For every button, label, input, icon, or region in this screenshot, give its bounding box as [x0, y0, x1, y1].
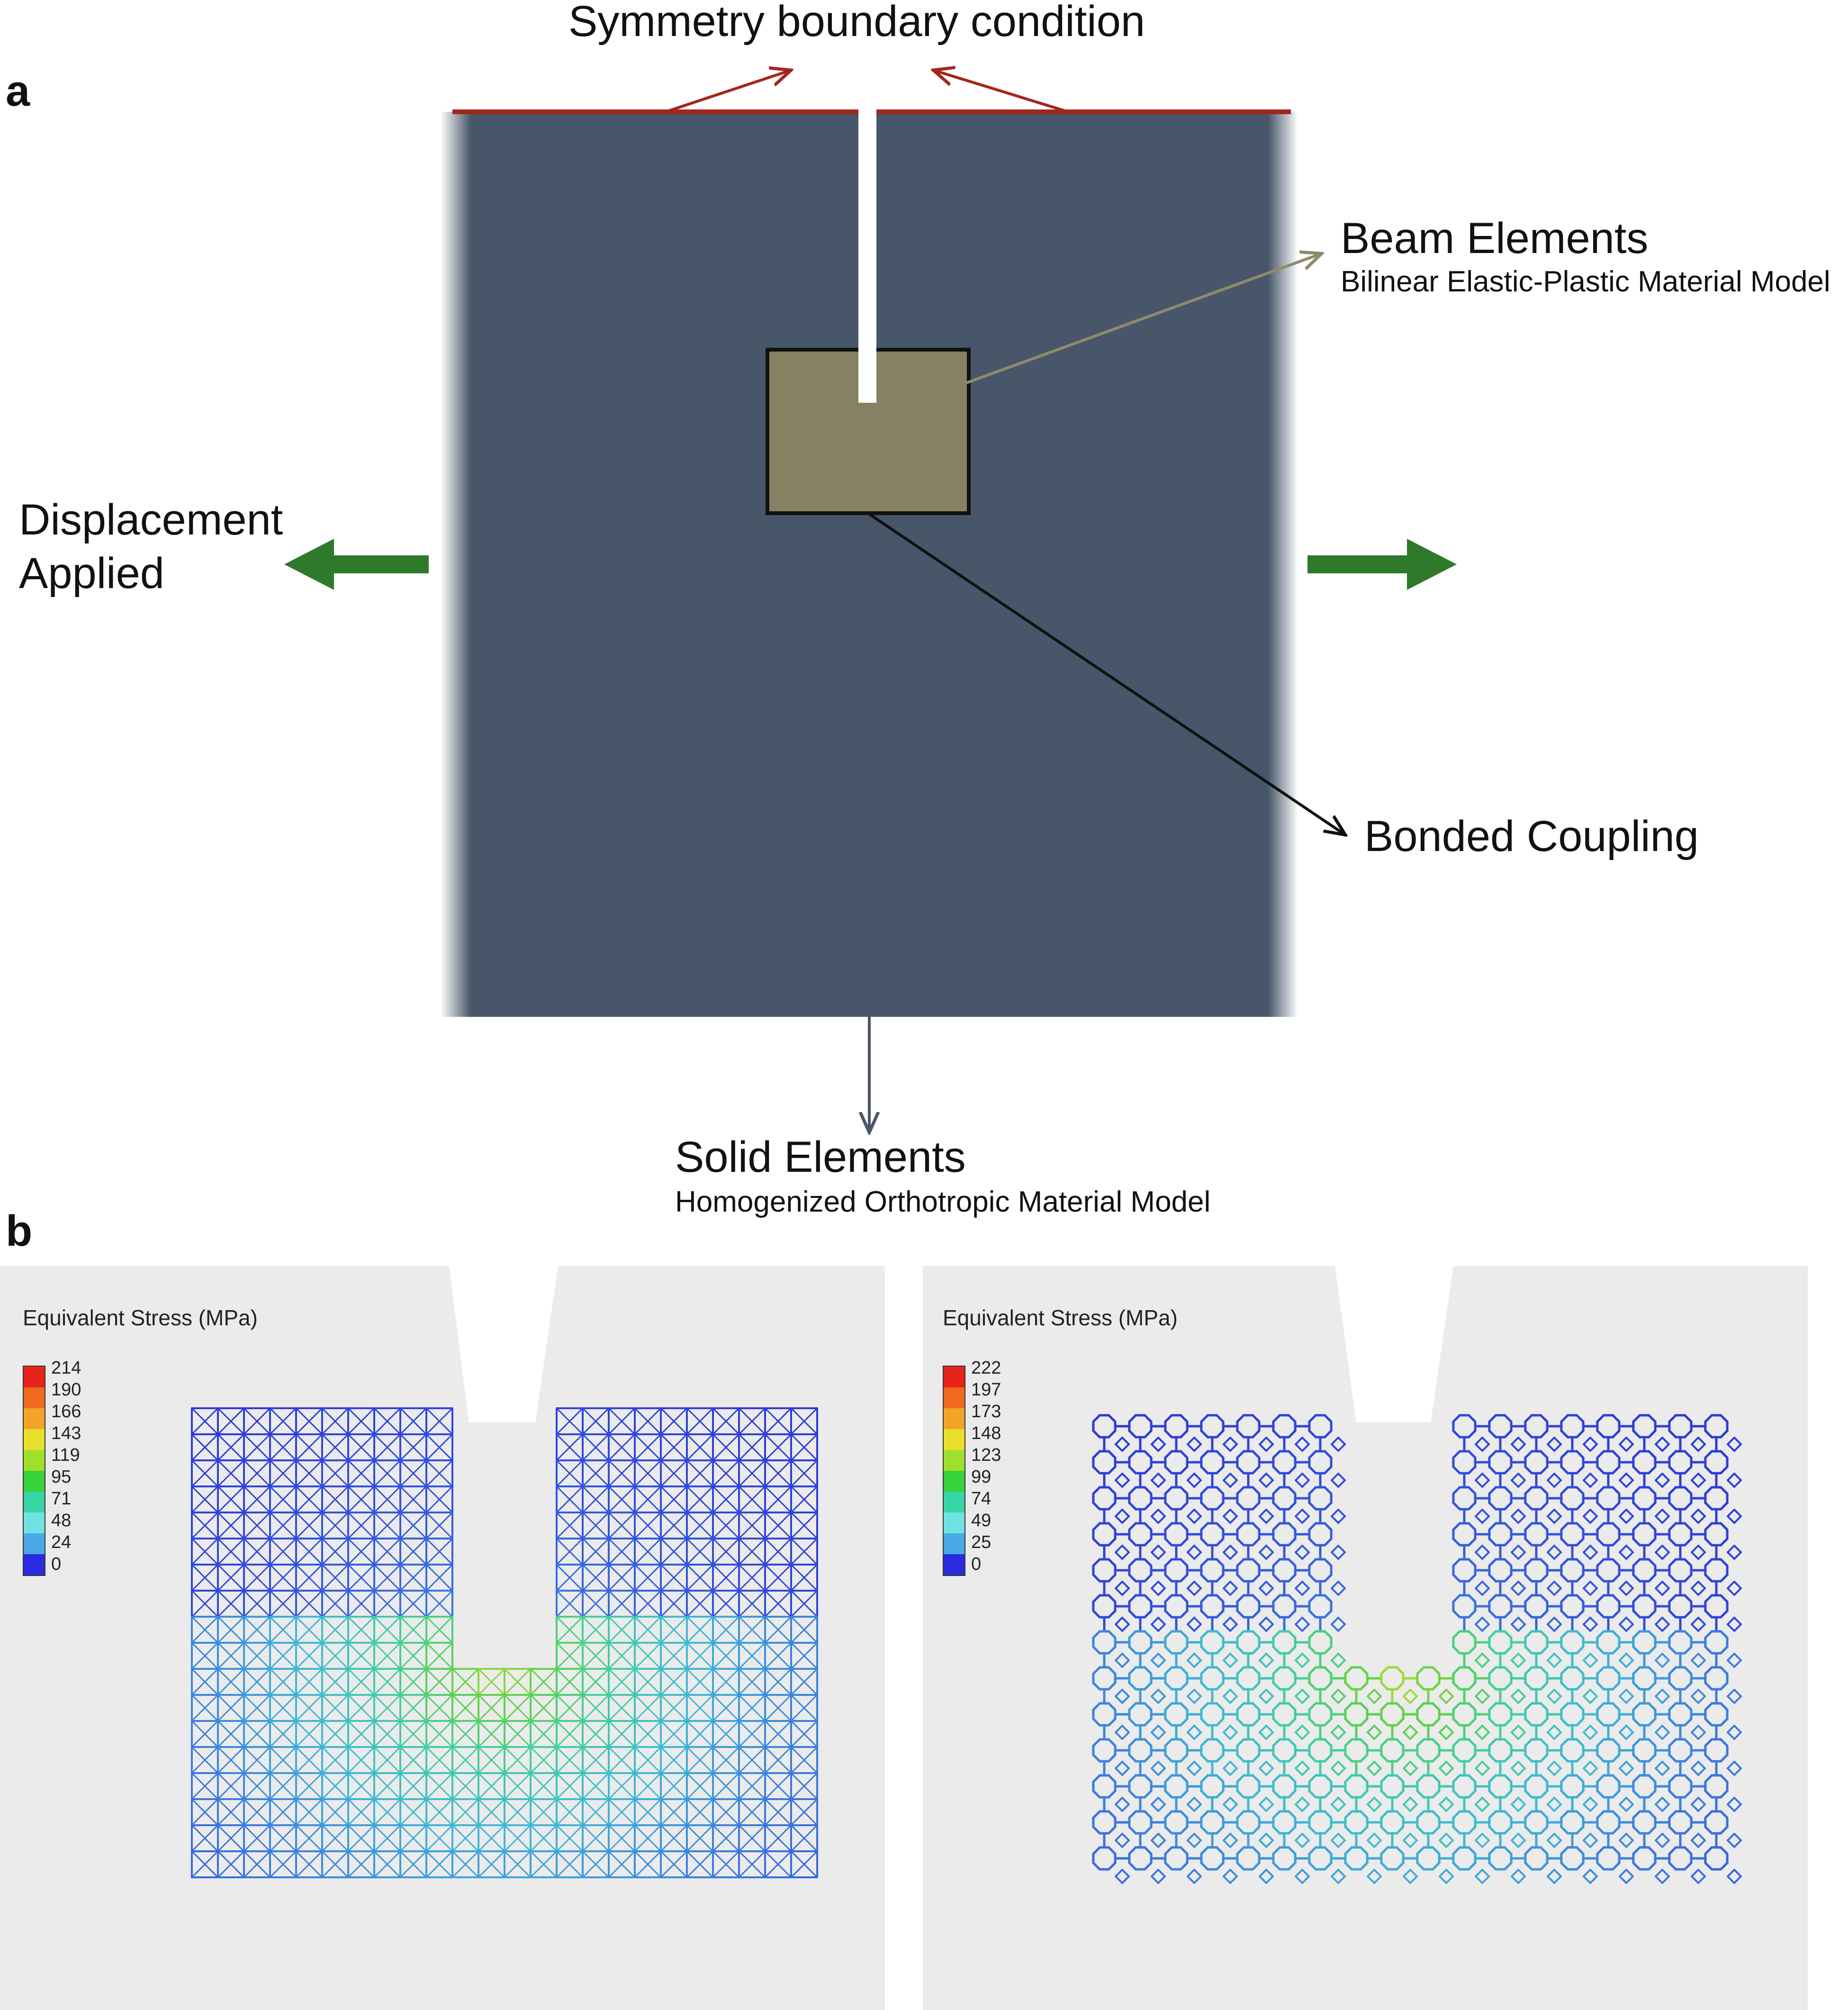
notch-cutout — [449, 1266, 558, 1422]
symmetry-arrow-left — [665, 70, 791, 113]
legend-value: 71 — [51, 1489, 72, 1509]
symmetry-arrow-right — [933, 70, 1069, 113]
legend-title-left: Equivalent Stress (MPa) — [23, 1305, 258, 1330]
notch-cutout — [1335, 1266, 1453, 1422]
displacement-label-line1: Displacement — [19, 496, 283, 544]
legend-value: 214 — [51, 1358, 81, 1378]
legend-value: 143 — [51, 1423, 81, 1443]
legend-values-right: 222 197 173 148 123 99 74 49 25 0 — [971, 1357, 1001, 1575]
beam-elements-title: Beam Elements — [1341, 214, 1649, 263]
legend-value: 190 — [51, 1380, 81, 1400]
legend-value: 48 — [51, 1511, 72, 1530]
displacement-label-line2: Applied — [19, 549, 164, 598]
legend-value: 0 — [51, 1554, 62, 1574]
stress-panel-right: Equivalent Stress (MPa) 222 197 173 148 … — [923, 1266, 1808, 2010]
symmetry-boundary-label: Symmetry boundary condition — [568, 0, 1145, 45]
legend-value: 25 — [971, 1532, 992, 1552]
solid-elements-title: Solid Elements — [675, 1133, 966, 1181]
panel-a-diagram — [284, 0, 1457, 1213]
legend-value: 99 — [971, 1467, 992, 1487]
legend-value: 49 — [971, 1511, 992, 1530]
colorbar-left — [23, 1366, 45, 1576]
beam-elements-pointer — [965, 254, 1322, 384]
legend-value: 0 — [971, 1554, 982, 1574]
displacement-arrow-left — [284, 539, 429, 590]
legend-value: 74 — [971, 1489, 992, 1509]
legend-value: 166 — [51, 1402, 81, 1421]
panel-b-label: b — [6, 1207, 33, 1255]
panel-a-label: a — [6, 67, 30, 115]
legend-value: 197 — [971, 1380, 1001, 1400]
bonded-coupling-pointer — [868, 513, 1345, 835]
beam-elements-subtitle: Bilinear Elastic-Plastic Material Model — [1341, 265, 1830, 298]
legend-title-right: Equivalent Stress (MPa) — [943, 1305, 1178, 1330]
legend-value: 119 — [51, 1445, 80, 1465]
legend-value: 24 — [51, 1532, 72, 1552]
legend-value: 148 — [971, 1423, 1001, 1443]
square-lattice-mesh — [191, 1266, 818, 1878]
legend-value: 123 — [971, 1445, 1001, 1465]
colorbar-right — [943, 1366, 965, 1576]
stress-panel-left: Equivalent Stress (MPa) 214 190 166 143 … — [0, 1266, 885, 2010]
bonded-coupling-label: Bonded Coupling — [1364, 812, 1699, 860]
octagonal-lattice-mesh — [1092, 1266, 1742, 1884]
displacement-arrow-right — [1307, 539, 1457, 590]
legend-value: 222 — [971, 1358, 1001, 1378]
legend-value: 173 — [971, 1402, 1001, 1421]
crack-slot — [858, 104, 876, 403]
legend-values-left: 214 190 166 143 119 95 71 48 24 0 — [51, 1357, 81, 1575]
solid-elements-subtitle: Homogenized Orthotropic Material Model — [675, 1186, 1211, 1218]
legend-value: 95 — [51, 1467, 72, 1487]
